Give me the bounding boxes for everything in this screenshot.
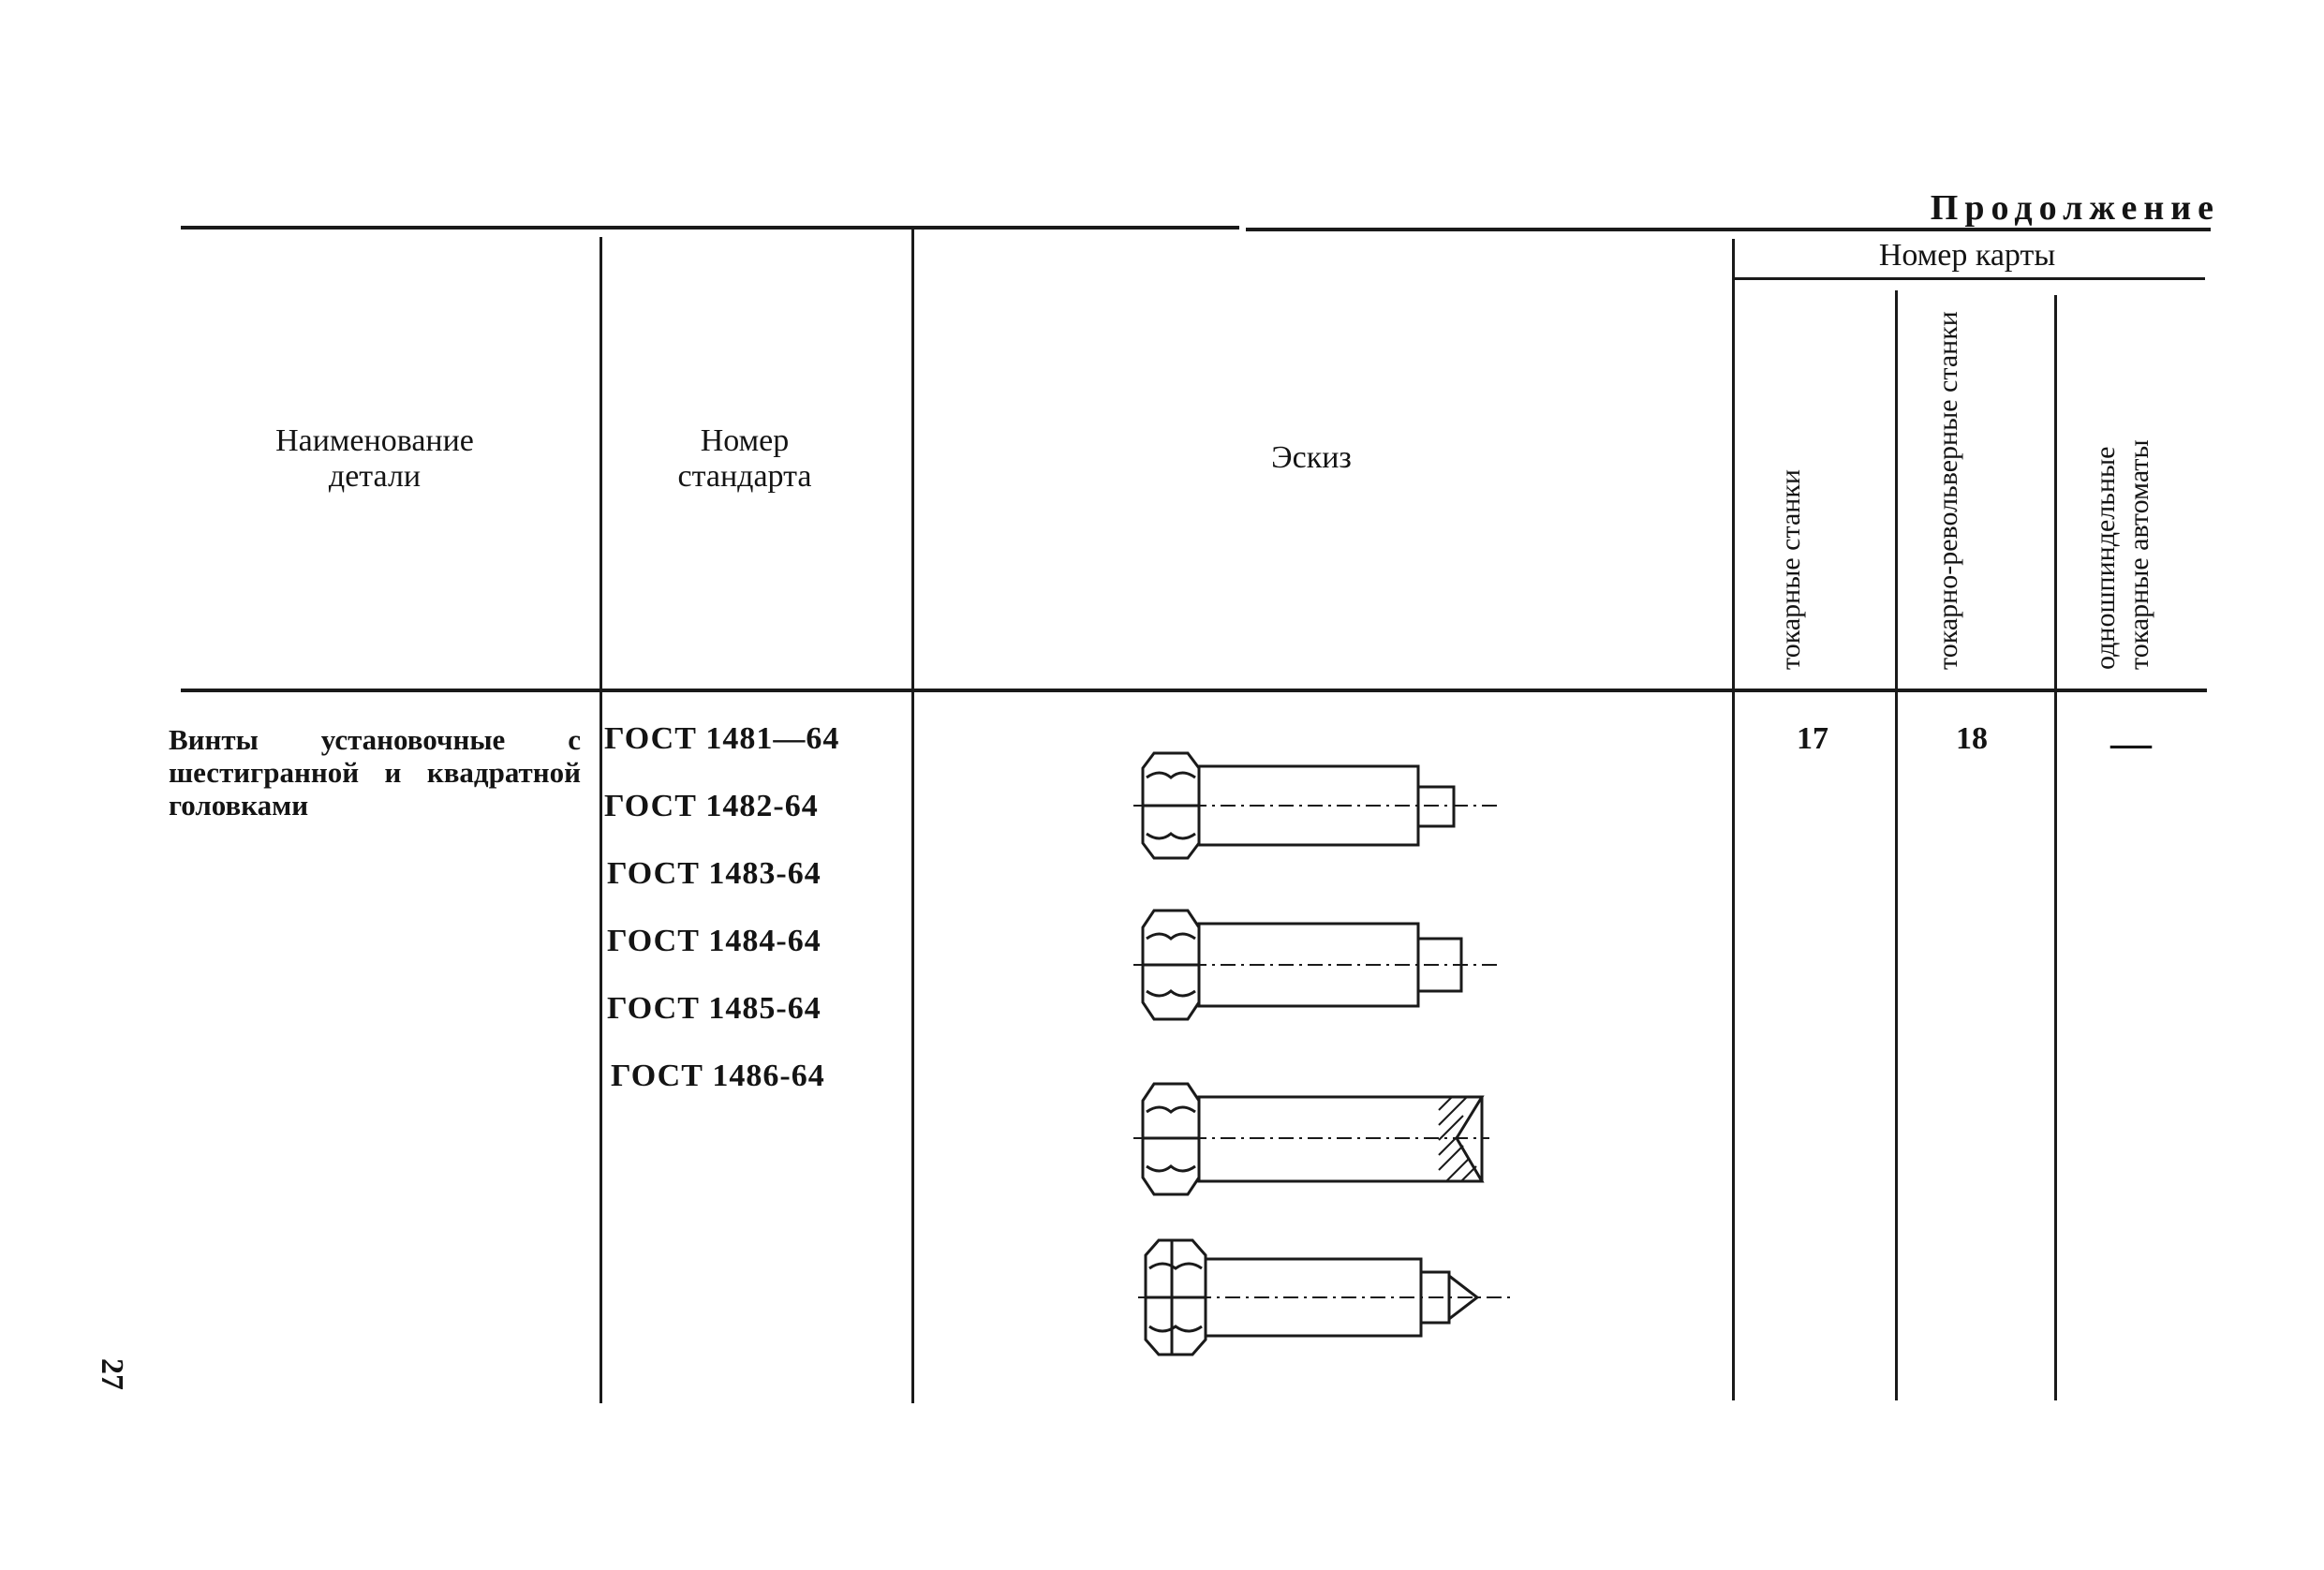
header-bottom-rule xyxy=(181,689,2207,692)
card-automatic-lathe-value: — xyxy=(2110,720,2152,766)
card-turret-lathe-value: 18 xyxy=(1956,721,1988,756)
header-standard-number: Номер стандарта xyxy=(677,423,812,494)
card-lathe-value: 17 xyxy=(1797,721,1828,756)
col-divider-2 xyxy=(911,230,914,1403)
standard-3: ГОСТ 1483-64 xyxy=(607,856,822,891)
setscrew-hex-head-cone-recess-icon xyxy=(1133,1082,1489,1196)
col-divider-5 xyxy=(2054,295,2057,1400)
standard-4: ГОСТ 1484-64 xyxy=(607,924,822,958)
col-divider-4 xyxy=(1895,290,1898,1400)
standard-6: ГОСТ 1486-64 xyxy=(611,1059,825,1093)
setscrew-hex-head-stepped-end-icon xyxy=(1133,751,1497,860)
header-card-number: Номер карты xyxy=(1878,238,2056,273)
header-sketch: Эскиз xyxy=(1271,440,1352,475)
header-card-automatic-lathe: одношпиндельные токарные автоматы xyxy=(2090,439,2154,670)
standard-2: ГОСТ 1482-64 xyxy=(604,789,819,823)
table-top-rule-right xyxy=(1246,228,2211,231)
table-top-rule xyxy=(181,226,1239,230)
header-card-lathe: токарные станки xyxy=(1775,469,1806,670)
col-divider-3 xyxy=(1732,239,1735,1400)
part-name-cell: Винты установочные с шестигранной и квад… xyxy=(169,723,581,822)
header-part-name: Наименование детали xyxy=(275,423,474,494)
setscrew-hex-head-pointed-end-icon xyxy=(1138,1238,1513,1356)
card-group-rule xyxy=(1735,277,2205,280)
standard-5: ГОСТ 1485-64 xyxy=(607,991,822,1026)
page-number: 27 xyxy=(95,1358,129,1390)
col-divider-1 xyxy=(600,237,602,1403)
setscrew-hex-head-pin-end-icon xyxy=(1133,909,1497,1021)
header-card-turret-lathe: токарно-револьверные станки xyxy=(1932,311,1963,670)
standard-1: ГОСТ 1481—64 xyxy=(604,721,840,756)
continuation-label: Продолжение xyxy=(1930,188,2220,228)
